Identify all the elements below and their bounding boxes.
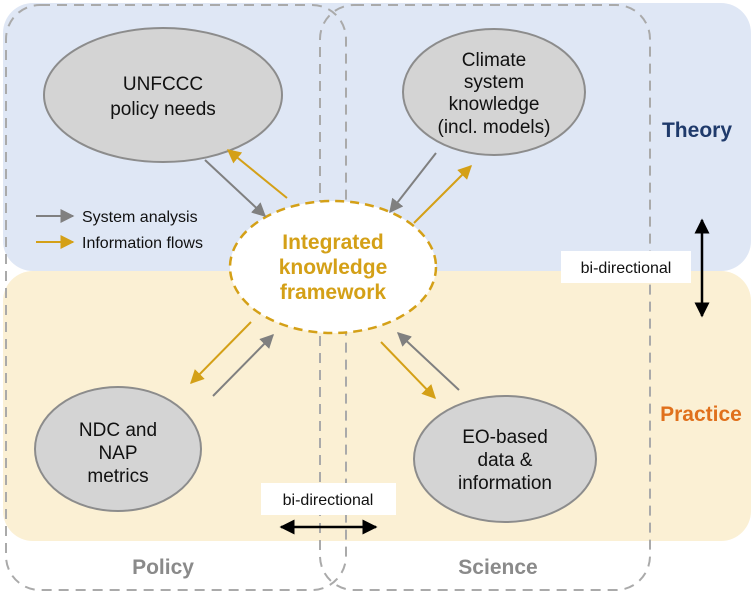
center-line-2: knowledge [279, 256, 388, 279]
node-ndc-line-3: metrics [87, 466, 148, 487]
center-line-1: Integrated [282, 231, 384, 254]
arrow-center-to-eo-info [380, 341, 436, 400]
arrow-center-to-unfccc-info [226, 149, 288, 199]
node-ndc-nap-metrics: NDC and NAP metrics [34, 386, 202, 512]
arrow-climate-to-center-system [389, 152, 437, 214]
arrow-ndc-to-center-system [212, 334, 274, 397]
bidir-vertical-label: bi-directional [581, 260, 672, 277]
node-ndc-line-2: NAP [98, 443, 137, 464]
node-climate-line-1: Climate [462, 50, 526, 71]
arrow-unfccc-to-center-system [204, 159, 267, 217]
legend: System analysis Information flows [36, 209, 203, 252]
node-eo-line-1: EO-based [462, 427, 548, 448]
node-climate-line-2: system [464, 72, 524, 93]
node-eo-based-data: EO-based data & information [413, 395, 597, 523]
node-eo-line-3: information [458, 473, 552, 494]
arrow-eo-to-center-system [396, 332, 460, 391]
bidirectional-vertical: bi-directional [561, 218, 710, 318]
node-unfccc-line-2: policy needs [110, 99, 216, 120]
node-climate-line-4: (incl. models) [438, 117, 551, 138]
bidir-vertical-box [561, 251, 691, 283]
node-unfccc-line-1: UNFCCC [123, 74, 203, 95]
node-ndc-line-1: NDC and [79, 420, 157, 441]
theory-label: Theory [662, 119, 732, 142]
node-climate-line-3: knowledge [449, 94, 540, 115]
policy-label: Policy [132, 556, 194, 579]
bidirectional-horizontal: bi-directional [261, 483, 396, 535]
node-unfccc-policy-needs: UNFCCC policy needs [43, 27, 283, 163]
legend-information-flows-label: Information flows [82, 235, 203, 252]
bidir-horizontal-label: bi-directional [283, 492, 374, 509]
node-eo-line-2: data & [478, 450, 533, 471]
center-integrated-framework: Integrated knowledge framework [228, 199, 438, 335]
legend-system-analysis-label: System analysis [82, 209, 198, 226]
practice-label: Practice [660, 403, 742, 426]
center-line-3: framework [280, 281, 387, 304]
bidir-horizontal-box [261, 483, 396, 515]
arrow-center-to-climate-info [413, 165, 472, 224]
science-label: Science [458, 556, 537, 579]
node-climate-system-knowledge: Climate system knowledge (incl. models) [402, 28, 586, 156]
arrow-center-to-ndc-info [190, 321, 252, 384]
